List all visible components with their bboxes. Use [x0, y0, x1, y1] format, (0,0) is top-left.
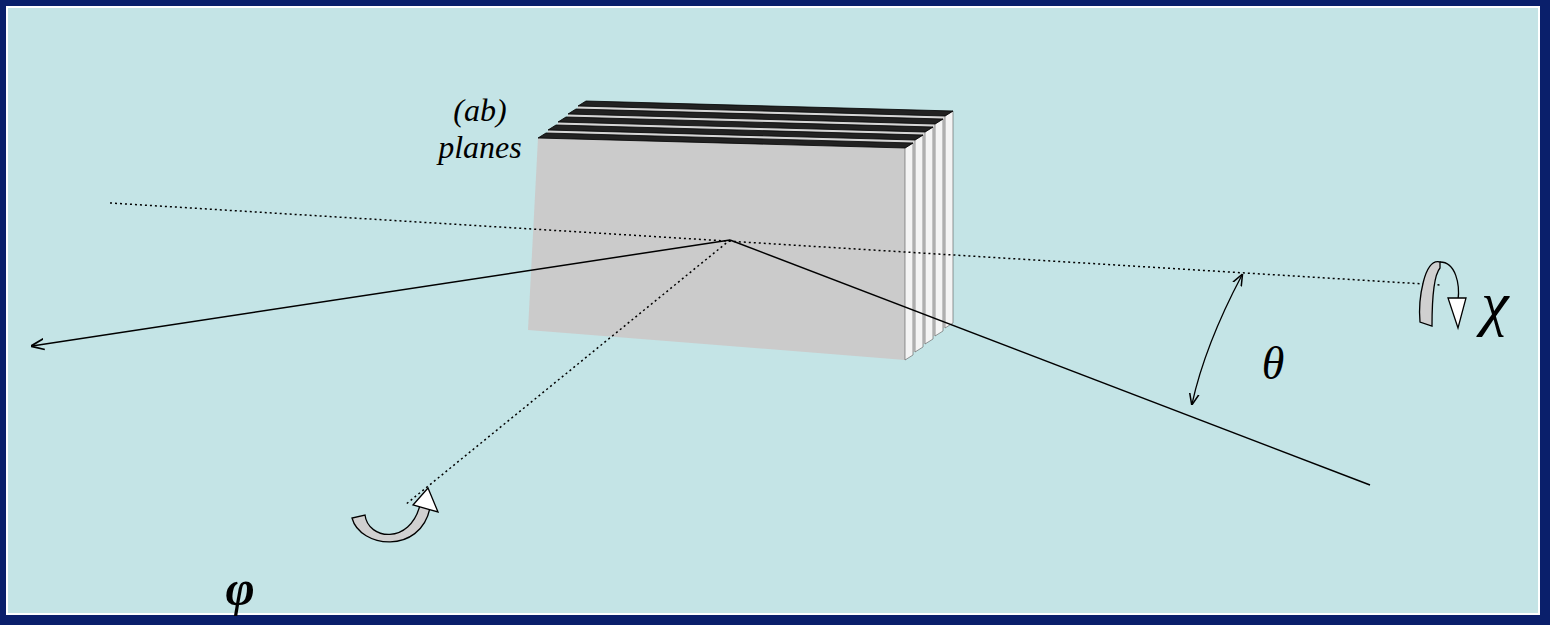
rotation-symbol: φ: [210, 560, 270, 618]
angle-symbol: θ: [1248, 338, 1298, 391]
rotation-symbol: χ: [1460, 268, 1530, 339]
plane-label: (ab) planes: [430, 92, 530, 166]
